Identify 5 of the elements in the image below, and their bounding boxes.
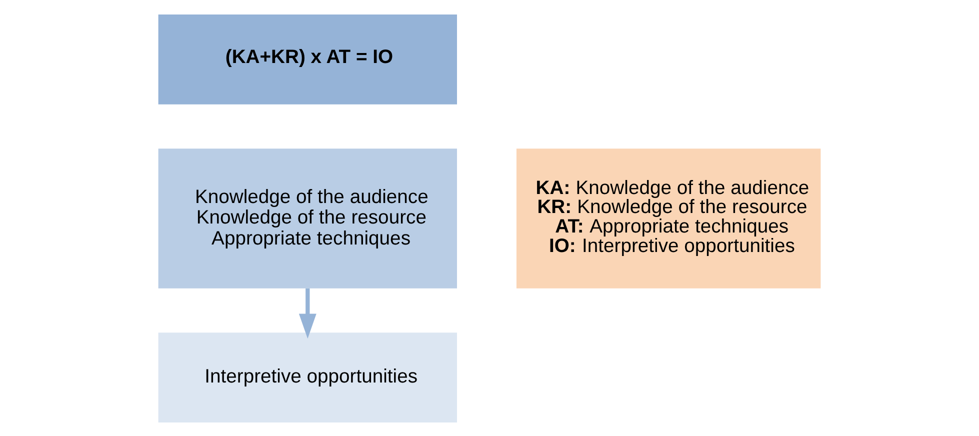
node-box: Knowledge of the audience Knowledge of the resource Appropriate techniques	[158, 148, 457, 288]
node-box: (KA+KR) x AT = IO	[158, 14, 457, 104]
node-box: Interpretive opportunities	[158, 332, 457, 422]
node-box: KA: Knowledge of the audience KR: Knowledge of the resource AT: Appropriate techniques IO: Interpretive opportunities	[516, 148, 821, 288]
arrow	[298, 288, 316, 338]
